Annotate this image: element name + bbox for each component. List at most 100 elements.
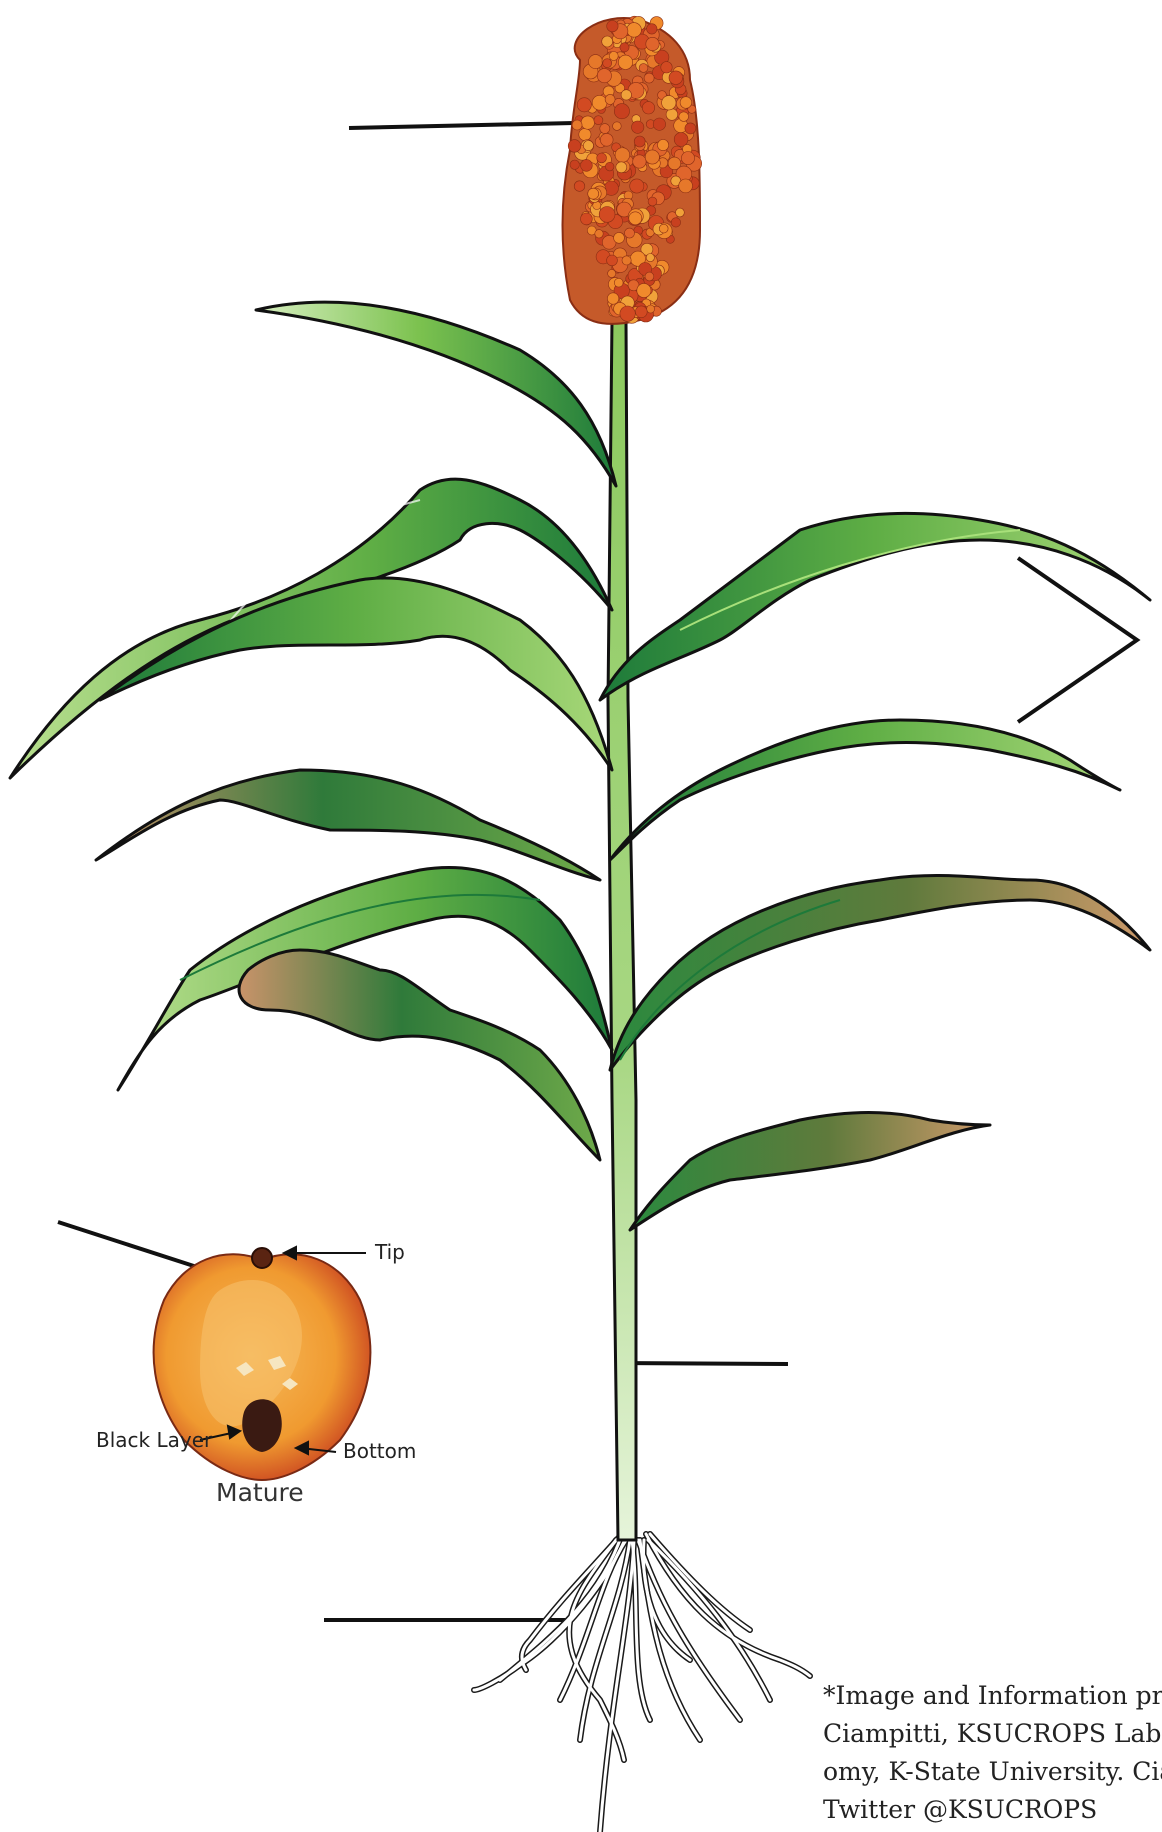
panicle-grain bbox=[572, 120, 582, 130]
panicle-grain bbox=[603, 59, 612, 68]
panicle-grain bbox=[607, 293, 618, 304]
panicle-grain bbox=[615, 148, 630, 163]
panicle-grain bbox=[625, 228, 635, 238]
panicle-grain bbox=[659, 224, 668, 233]
stem bbox=[608, 320, 636, 1540]
panicle-grain bbox=[616, 162, 627, 173]
panicle-grain bbox=[600, 124, 610, 134]
panicle bbox=[563, 16, 702, 324]
label-tip: Tip bbox=[375, 1240, 405, 1264]
panicle-grain bbox=[607, 255, 618, 266]
panicle-grain bbox=[570, 160, 579, 169]
panicle-grain bbox=[577, 98, 591, 112]
panicle-grain bbox=[653, 118, 665, 130]
panicle-grain bbox=[668, 157, 681, 170]
panicle-grain bbox=[645, 150, 659, 164]
panicle-grain bbox=[581, 213, 593, 225]
panicle-grain bbox=[614, 278, 623, 287]
panicle-grain bbox=[583, 141, 593, 151]
panicle-grain bbox=[618, 55, 632, 69]
panicle-grain bbox=[646, 37, 659, 50]
panicle-grain bbox=[658, 140, 669, 151]
grain-tip bbox=[252, 1248, 272, 1268]
panicle-grain bbox=[646, 254, 654, 262]
panicle-grain bbox=[666, 109, 678, 121]
panicle-grain bbox=[629, 212, 642, 225]
panicle-grain bbox=[627, 23, 642, 38]
panicle-grain bbox=[588, 188, 599, 199]
panicle-grain bbox=[679, 179, 693, 193]
leaf-bottom-left bbox=[239, 950, 600, 1160]
panicle-grain bbox=[680, 97, 692, 109]
panicle-grain bbox=[600, 133, 613, 146]
panicle-grain bbox=[662, 96, 676, 110]
leaf-bottom-right bbox=[630, 1113, 990, 1231]
leader-line-leaves bbox=[1018, 558, 1137, 722]
panicle-grain bbox=[630, 179, 644, 193]
panicle-grain bbox=[620, 306, 635, 321]
panicle-grain bbox=[669, 71, 683, 85]
panicle-grain bbox=[674, 133, 688, 147]
panicle-grain bbox=[622, 256, 631, 265]
panicle-grain bbox=[647, 24, 657, 34]
panicle-grain bbox=[614, 104, 629, 119]
panicle-grain bbox=[621, 90, 631, 100]
label-bottom: Bottom bbox=[343, 1439, 416, 1463]
panicle-grain bbox=[645, 272, 654, 281]
leaf-lower-right bbox=[610, 876, 1150, 1070]
panicle-grain bbox=[671, 218, 680, 227]
credit-line-1: *Image and Information prov bbox=[823, 1677, 1162, 1715]
credit-line-3: omy, K-State University. Ciar bbox=[823, 1753, 1162, 1791]
leaf-lower-mid-left bbox=[96, 770, 600, 880]
panicle-grain bbox=[605, 162, 614, 171]
leaf-top-left bbox=[256, 302, 616, 486]
panicle-grain bbox=[605, 94, 615, 104]
leaf-mid-left bbox=[100, 578, 612, 770]
panicle-grain bbox=[647, 305, 655, 313]
leader-line-stem bbox=[622, 1363, 788, 1364]
panicle-grain bbox=[574, 181, 585, 192]
roots bbox=[474, 1532, 810, 1832]
panicle-grain bbox=[579, 128, 591, 140]
leaf-mid-right bbox=[610, 720, 1120, 860]
panicle-grain bbox=[597, 69, 611, 83]
panicle-grain bbox=[597, 153, 607, 163]
panicle-grain bbox=[648, 197, 657, 206]
panicle-grain bbox=[602, 36, 613, 47]
panicle-grain bbox=[632, 121, 644, 133]
leaves bbox=[10, 302, 1150, 1230]
panicle-grain bbox=[594, 116, 603, 125]
label-mature: Mature bbox=[216, 1478, 304, 1507]
panicle-grain bbox=[676, 208, 685, 217]
panicle-grain bbox=[661, 62, 672, 73]
panicle-grain bbox=[685, 123, 696, 134]
credit-line-4: Twitter @KSUCROPS bbox=[823, 1791, 1162, 1827]
panicle-grain bbox=[635, 306, 647, 318]
panicle-grain bbox=[581, 160, 593, 172]
panicle-grain bbox=[599, 207, 615, 223]
panicle-grain bbox=[609, 52, 618, 61]
panicle-grain bbox=[595, 230, 603, 238]
image-credit: *Image and Information prov Ciampitti, K… bbox=[823, 1677, 1162, 1827]
panicle-grain bbox=[639, 64, 648, 73]
panicle-grain bbox=[620, 43, 629, 52]
panicle-grain bbox=[607, 20, 618, 31]
panicle-grain bbox=[568, 140, 581, 153]
panicle-grain bbox=[589, 55, 603, 69]
panicle-grain bbox=[644, 73, 654, 83]
credit-line-2: Ciampitti, KSUCROPS Lab, I bbox=[823, 1715, 1162, 1753]
panicle-grain bbox=[642, 102, 654, 114]
panicle-grain bbox=[592, 95, 607, 110]
panicle-grain bbox=[581, 116, 594, 129]
label-black-layer: Black Layer bbox=[96, 1428, 212, 1452]
panicle-grain bbox=[637, 283, 651, 297]
leaf-upper-right bbox=[600, 513, 1150, 700]
panicle-grain bbox=[613, 122, 622, 131]
panicle-grain bbox=[614, 233, 625, 244]
panicle-grain bbox=[679, 112, 689, 122]
panicle-grain bbox=[681, 152, 694, 165]
panicle-grain bbox=[633, 155, 646, 168]
panicle-grain bbox=[634, 136, 645, 147]
leader-line-grain bbox=[58, 1222, 200, 1268]
